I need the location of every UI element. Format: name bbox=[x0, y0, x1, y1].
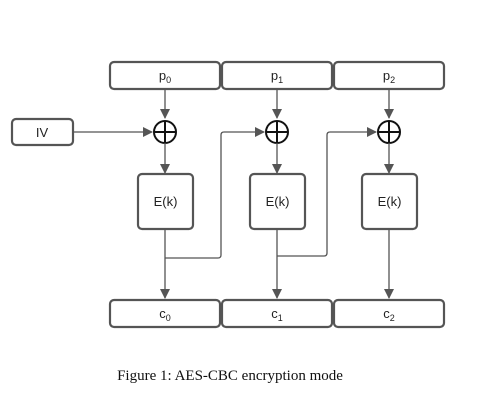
ciphertext-box-2: c2 bbox=[332, 298, 446, 329]
encrypt-box-2: E(k) bbox=[360, 172, 419, 231]
svg-text:c0: c0 bbox=[159, 306, 171, 323]
chain-wire-1 bbox=[277, 127, 377, 257]
xor-icon bbox=[377, 120, 401, 144]
ciphertext-box-1: c1 bbox=[220, 298, 334, 329]
svg-text:E(k): E(k) bbox=[154, 194, 178, 209]
svg-text:p1: p1 bbox=[271, 68, 283, 85]
ciphertext-box-0: c0 bbox=[108, 298, 222, 329]
svg-text:p2: p2 bbox=[383, 68, 395, 85]
xor-icon bbox=[153, 120, 177, 144]
plaintext-box-1: p1 bbox=[220, 60, 334, 91]
svg-text:E(k): E(k) bbox=[378, 194, 402, 209]
figure-caption: Figure 1: AES-CBC encryption mode bbox=[117, 368, 343, 384]
svg-text:c2: c2 bbox=[383, 306, 395, 323]
svg-text:IV: IV bbox=[36, 125, 49, 140]
encrypt-box-0: E(k) bbox=[136, 172, 195, 231]
svg-text:p0: p0 bbox=[159, 68, 171, 85]
svg-text:E(k): E(k) bbox=[266, 194, 290, 209]
plaintext-box-2: p2 bbox=[332, 60, 446, 91]
xor-icon bbox=[265, 120, 289, 144]
iv-box: IV bbox=[10, 117, 75, 147]
svg-text:c1: c1 bbox=[271, 306, 283, 323]
plaintext-box-0: p0 bbox=[108, 60, 222, 91]
encrypt-box-1: E(k) bbox=[248, 172, 307, 231]
chain-wire-0 bbox=[165, 127, 265, 259]
